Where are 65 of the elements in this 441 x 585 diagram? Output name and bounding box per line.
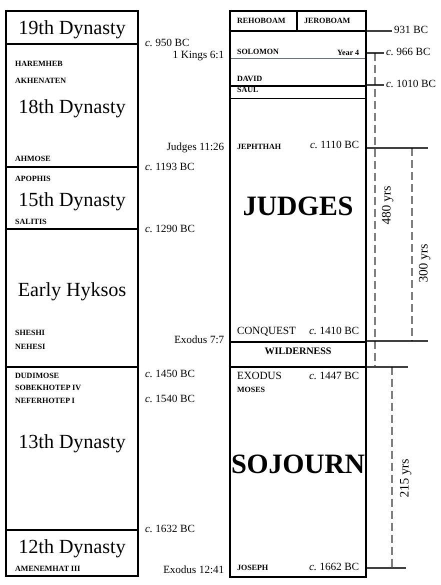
duration-label: 300 yrs	[416, 242, 430, 284]
dynasty-heading: 19th Dynasty	[17, 18, 127, 38]
dynasty-heading: Early Hyksos	[16, 280, 128, 300]
date-label: c. 1662 BC	[309, 562, 359, 573]
timeline-segment	[229, 85, 367, 99]
dynasty-heading: 18th Dynasty	[17, 97, 127, 117]
date-label: c. 1447 BC	[309, 371, 359, 382]
date-label: c. 1010 BC	[386, 79, 436, 90]
dynasty-heading: 13th Dynasty	[17, 432, 127, 452]
date-label: Judges 11:26	[166, 142, 224, 153]
timeline-segment	[296, 10, 367, 32]
timeline-segment	[229, 10, 298, 32]
name-label: JOSEPH	[237, 564, 268, 572]
name-label: MOSES	[237, 386, 266, 394]
date-label: Exodus 12:41	[163, 565, 224, 576]
dynasty-heading: 15th Dynasty	[17, 190, 127, 210]
timeline-segment	[5, 43, 139, 168]
timeline-segment	[229, 366, 367, 578]
name-label: SAUL	[237, 86, 258, 94]
date-label: c. 1410 BC	[309, 326, 359, 337]
name-label: SOLOMON	[237, 48, 279, 56]
timeline-segment	[229, 30, 367, 59]
event-label: EXODUS	[237, 371, 282, 382]
duration-label: 480 yrs	[380, 184, 392, 226]
timeline-segment	[229, 58, 367, 87]
date-label: 1 Kings 6:1	[172, 50, 224, 61]
timeline-segment	[5, 228, 139, 368]
period-heading: SOJOURN	[231, 451, 365, 479]
name-label: APOPHIS	[15, 175, 51, 183]
timeline-segment	[229, 341, 367, 368]
name-label: DUDIMOSE	[15, 372, 60, 380]
date-label: c. 1290 BC	[145, 224, 195, 235]
name-label: AKHENATEN	[15, 77, 66, 85]
name-label: JEPHTHAH	[237, 143, 282, 151]
dynasty-heading: 12th Dynasty	[17, 537, 127, 557]
date-label: c. 1450 BC	[145, 369, 195, 380]
name-label: NEHESI	[15, 343, 46, 351]
date-label: c. 1193 BC	[145, 162, 194, 173]
period-heading: JUDGES	[242, 193, 354, 221]
name-label: DAVID	[237, 75, 262, 83]
name-label: HAREMHEB	[15, 60, 63, 68]
year-label: Year 4	[337, 49, 359, 57]
name-label: JEROBOAM	[304, 17, 350, 25]
timeline-segment	[5, 166, 139, 230]
name-label: AHMOSE	[15, 155, 51, 163]
name-label: SALITIS	[15, 218, 47, 226]
date-label: c. 950 BC	[145, 38, 190, 49]
name-label: NEFERHOTEP I	[15, 397, 75, 405]
duration-label: 215 yrs	[398, 456, 410, 500]
timeline-segment	[229, 98, 367, 343]
name-label: AMENEMHAT III	[15, 565, 80, 573]
timeline-segment	[5, 366, 139, 531]
date-label: c. 966 BC	[386, 47, 430, 58]
date-label: c. 1632 BC	[145, 524, 195, 535]
timeline-segment	[5, 10, 139, 45]
event-label: CONQUEST	[237, 326, 296, 337]
name-label: SOBEKHOTEP IV	[15, 384, 82, 392]
date-label: Exodus 7:7	[174, 335, 224, 346]
name-label: SHESHI	[15, 329, 45, 337]
date-label: 931 BC	[394, 25, 428, 36]
period-label: WILDERNESS	[264, 347, 332, 357]
date-label: c. 1110 BC	[310, 140, 359, 151]
timeline-segment	[5, 529, 139, 577]
name-label: REHOBOAM	[237, 17, 286, 25]
date-label: c. 1540 BC	[145, 394, 195, 405]
